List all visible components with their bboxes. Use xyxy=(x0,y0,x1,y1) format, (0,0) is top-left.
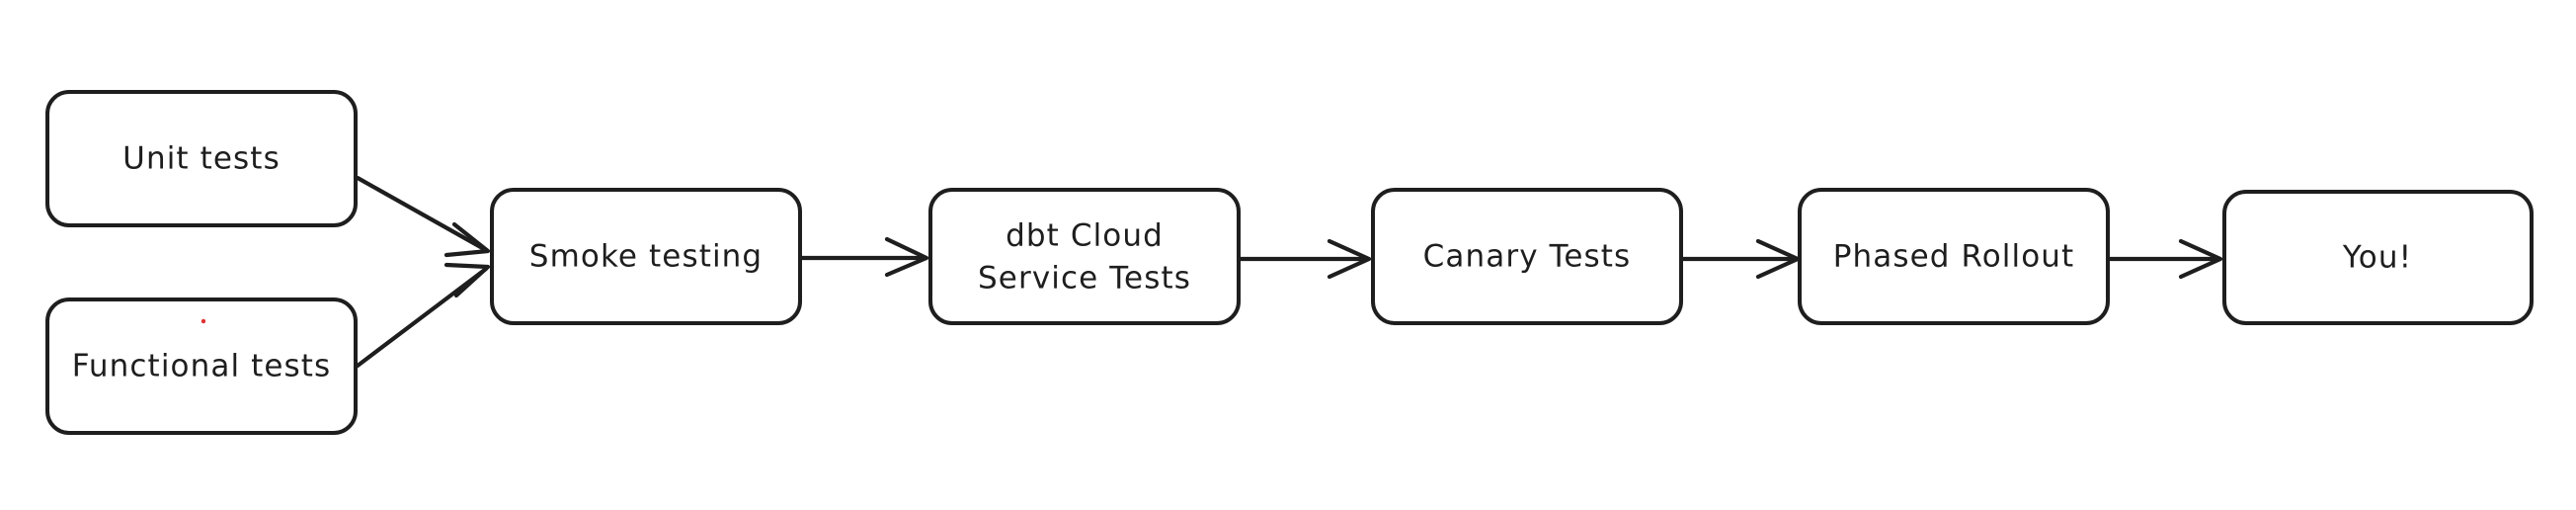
edge-canary-to-phased[interactable] xyxy=(1680,238,1801,280)
edge-smoke-to-dbt[interactable] xyxy=(799,236,929,278)
node-layer: Unit tests Functional tests Smoke testin… xyxy=(45,90,2534,435)
node-canary-tests[interactable]: Canary Tests xyxy=(1371,188,1683,325)
node-functional-tests-shape[interactable] xyxy=(45,298,358,435)
node-unit-tests-label: Unit tests xyxy=(122,141,281,177)
edge-phased-to-you[interactable] xyxy=(2107,238,2223,280)
node-smoke-testing-shape[interactable] xyxy=(490,188,802,325)
node-smoke-testing[interactable]: Smoke testing xyxy=(490,188,802,325)
node-you[interactable]: You! xyxy=(2222,190,2534,325)
node-you-label: You! xyxy=(2342,240,2412,276)
stray-mark xyxy=(201,318,206,324)
node-dbt-cloud-service-tests-shape[interactable] xyxy=(928,188,1241,325)
edge-unit-to-smoke[interactable] xyxy=(355,175,491,258)
node-phased-rollout[interactable]: Phased Rollout xyxy=(1798,188,2110,325)
node-smoke-testing-label: Smoke testing xyxy=(529,239,763,275)
node-unit-tests[interactable]: Unit tests xyxy=(45,90,358,227)
edge-dbt-to-canary[interactable] xyxy=(1238,238,1372,280)
node-phased-rollout-label: Phased Rollout xyxy=(1833,239,2075,275)
node-dbt-cloud-service-tests[interactable]: dbt Cloud Service Tests xyxy=(928,188,1241,325)
node-canary-tests-shape[interactable] xyxy=(1371,188,1683,325)
node-you-shape[interactable] xyxy=(2222,190,2534,325)
node-dbt-cloud-service-tests-label-line1: dbt Cloud xyxy=(1006,218,1164,254)
node-phased-rollout-shape[interactable] xyxy=(1798,188,2110,325)
node-dbt-cloud-service-tests-label-line2: Service Tests xyxy=(978,261,1191,297)
node-canary-tests-label: Canary Tests xyxy=(1423,239,1632,275)
edge-functional-to-smoke[interactable] xyxy=(355,262,491,369)
node-functional-tests[interactable]: Functional tests xyxy=(45,298,358,435)
edge-layer xyxy=(355,175,2223,369)
node-functional-tests-label: Functional tests xyxy=(72,349,332,384)
node-unit-tests-shape[interactable] xyxy=(45,90,358,227)
